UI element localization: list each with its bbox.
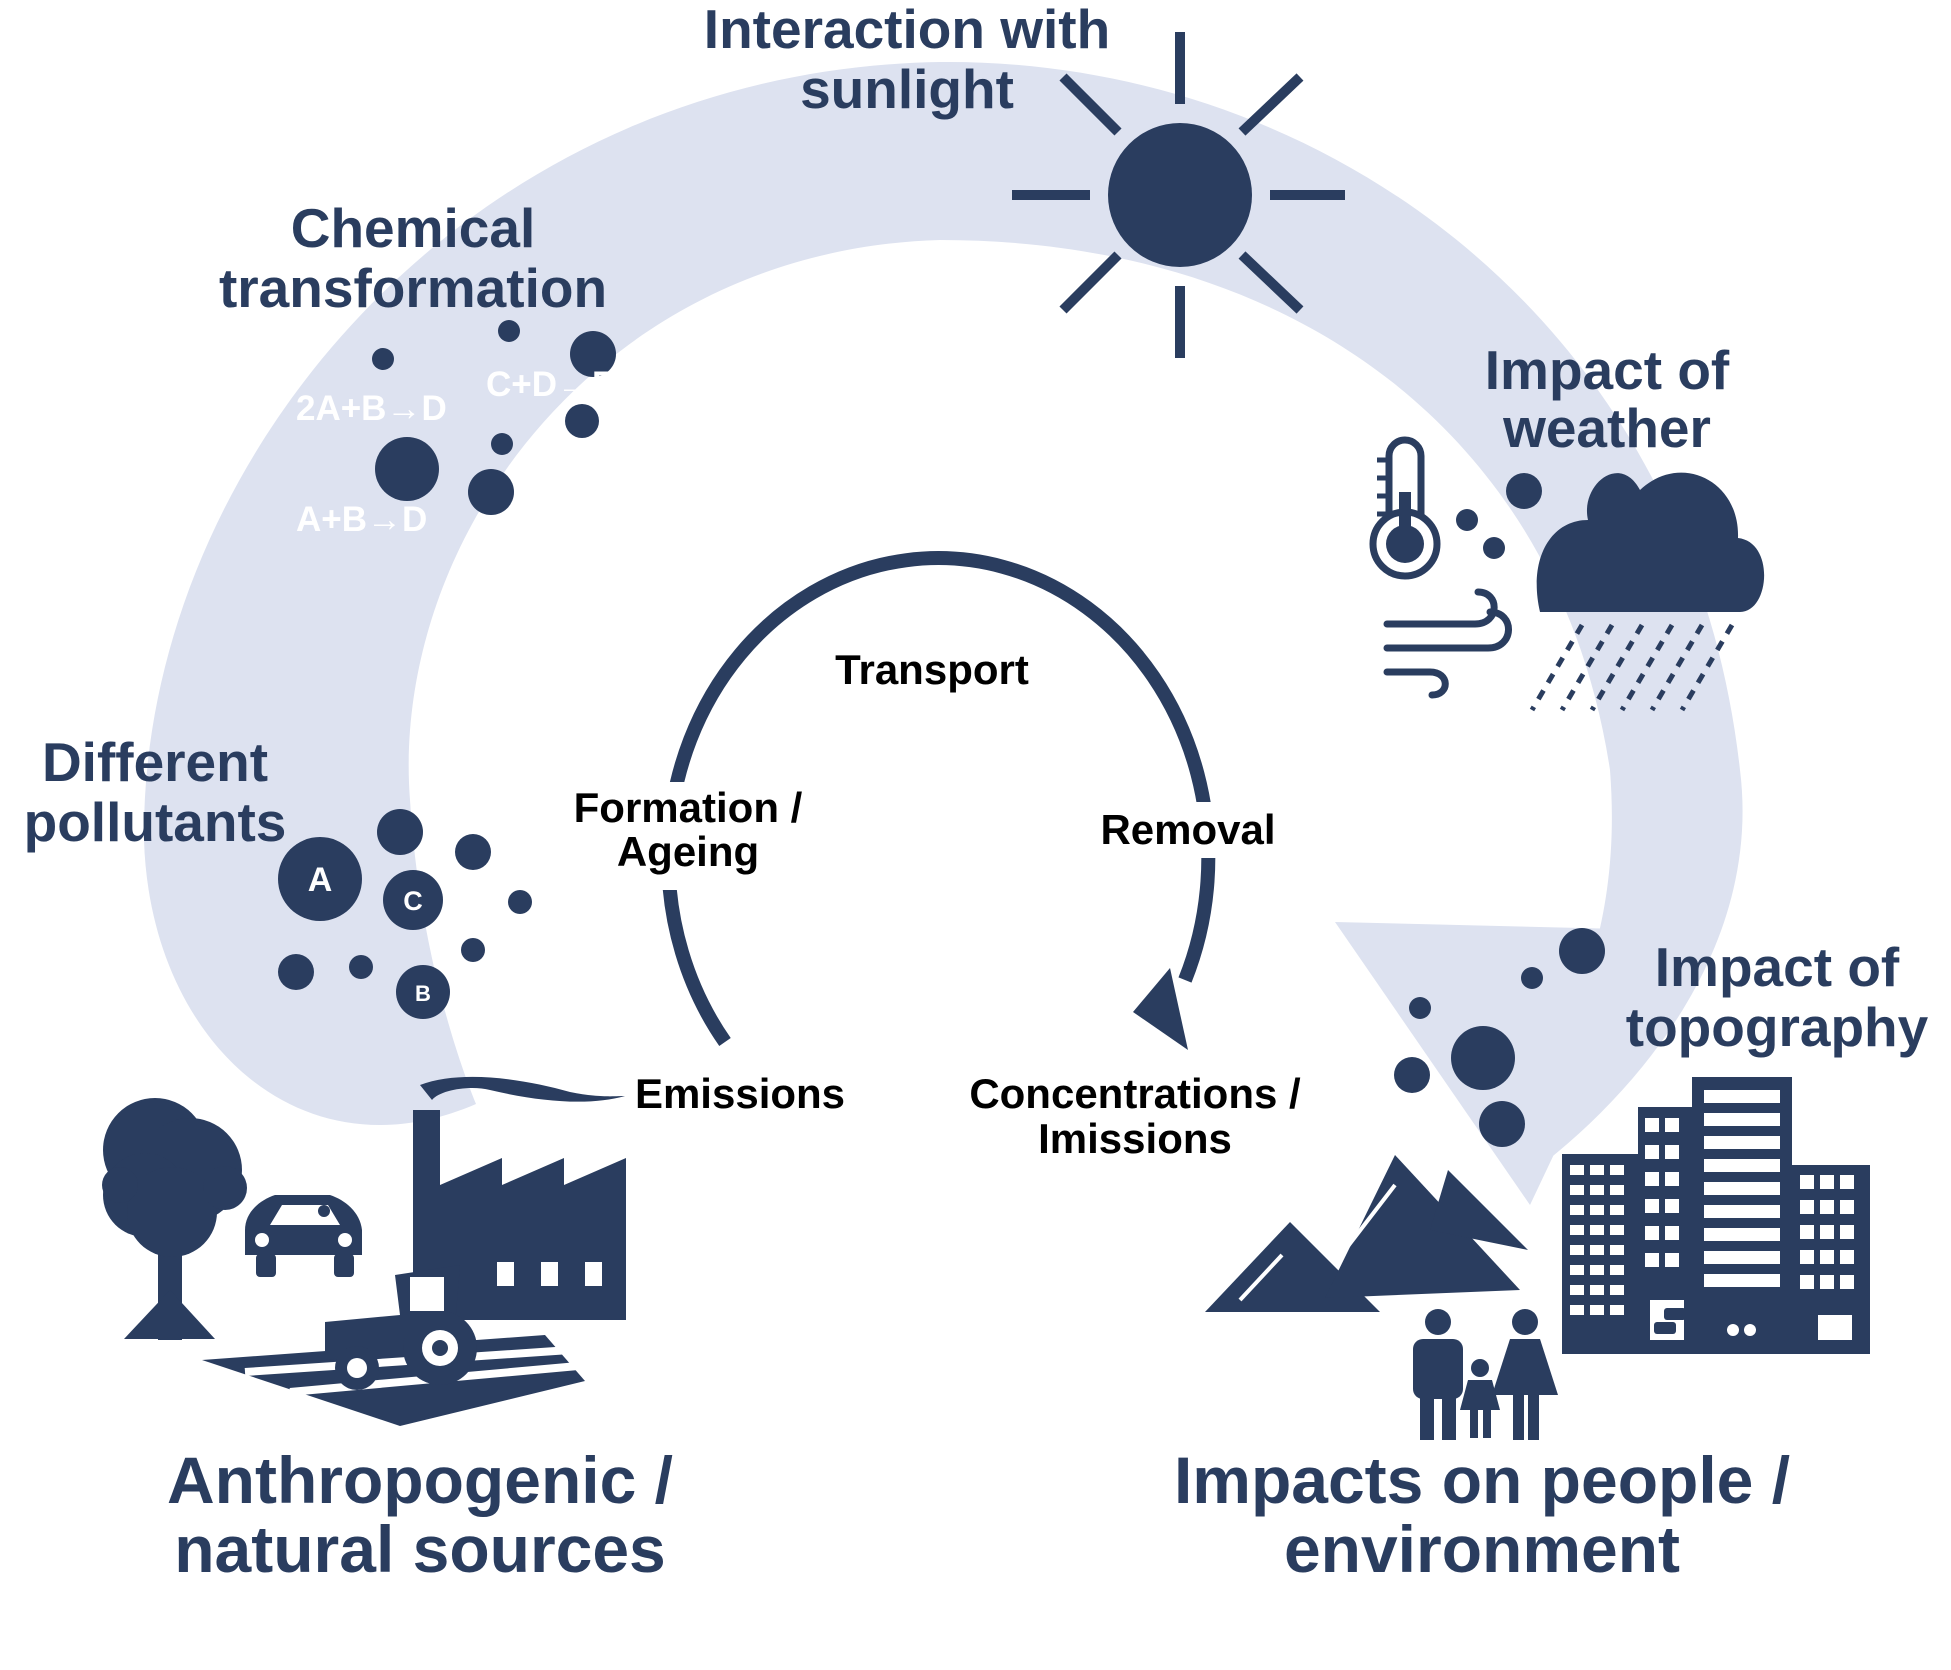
label-chemical: Chemical transformation — [219, 197, 607, 319]
label-pollutants: Different pollutants — [24, 731, 287, 853]
label-topography: Impact of topography — [1626, 936, 1929, 1058]
label-weather: Impact of weather — [1485, 339, 1730, 459]
cycle-labels: Transport Formation / Ageing Removal Emi… — [574, 646, 1301, 1162]
inner-cycle — [560, 551, 1286, 1050]
sun-icon — [1012, 32, 1345, 358]
pollutant-a-label: A — [308, 861, 333, 899]
mountains-icon — [1205, 1155, 1528, 1312]
cycle-removal: Removal — [1100, 806, 1275, 853]
cycle-arrowhead — [1133, 968, 1188, 1050]
wind-icon — [1383, 588, 1512, 699]
label-impacts-line1: Impacts on people / — [1174, 1443, 1790, 1517]
thermometer-icon — [1369, 436, 1441, 580]
label-sunlight-line1: Interaction with — [704, 0, 1110, 60]
reaction-equations: 2A+B→D C+D→E A+B→D — [296, 365, 615, 539]
tree-icon — [102, 1098, 247, 1340]
rain-cloud-icon — [1529, 472, 1765, 712]
label-sources-line1: Anthropogenic / — [167, 1443, 673, 1517]
equation-2: C+D→E — [486, 365, 615, 404]
cycle-concentrations-line2: Imissions — [1038, 1115, 1232, 1162]
label-topography-line2: topography — [1626, 996, 1929, 1058]
topography-particles — [1394, 928, 1605, 1147]
equation-3: A+B→D — [296, 500, 427, 539]
pollutant-b-label: B — [415, 981, 431, 1006]
tractor-icon — [202, 1265, 585, 1426]
label-weather-line1: Impact of — [1485, 339, 1730, 401]
cycle-formation-line2: Ageing — [617, 828, 759, 875]
cycle-concentrations-line1: Concentrations / — [969, 1070, 1301, 1117]
buildings-icon — [1562, 1077, 1870, 1354]
label-pollutants-line2: pollutants — [24, 791, 287, 853]
chemical-particles — [372, 320, 616, 515]
label-weather-line2: weather — [1502, 397, 1711, 459]
weather-particles — [1456, 473, 1542, 559]
label-sources-line2: natural sources — [174, 1512, 666, 1586]
label-chemical-line2: transformation — [219, 257, 607, 319]
label-impacts-line2: environment — [1284, 1512, 1680, 1586]
label-topography-line1: Impact of — [1655, 936, 1900, 998]
family-icon — [1413, 1309, 1558, 1440]
pollutant-letters: A C B — [308, 861, 431, 1006]
label-sources: Anthropogenic / natural sources — [167, 1443, 673, 1586]
label-sunlight-line2: sunlight — [800, 58, 1014, 120]
cycle-formation-line1: Formation / — [574, 784, 803, 831]
cycle-transport: Transport — [835, 646, 1029, 693]
cycle-emissions: Emissions — [635, 1070, 845, 1117]
label-chemical-line1: Chemical — [291, 197, 536, 259]
label-pollutants-line1: Different — [42, 731, 268, 793]
car-icon — [245, 1195, 362, 1277]
equation-1: 2A+B→D — [296, 389, 447, 428]
label-sunlight: Interaction with sunlight — [704, 0, 1110, 120]
pollutant-particles — [278, 809, 532, 1019]
pollutant-c-label: C — [403, 886, 423, 916]
label-impacts: Impacts on people / environment — [1174, 1443, 1790, 1586]
